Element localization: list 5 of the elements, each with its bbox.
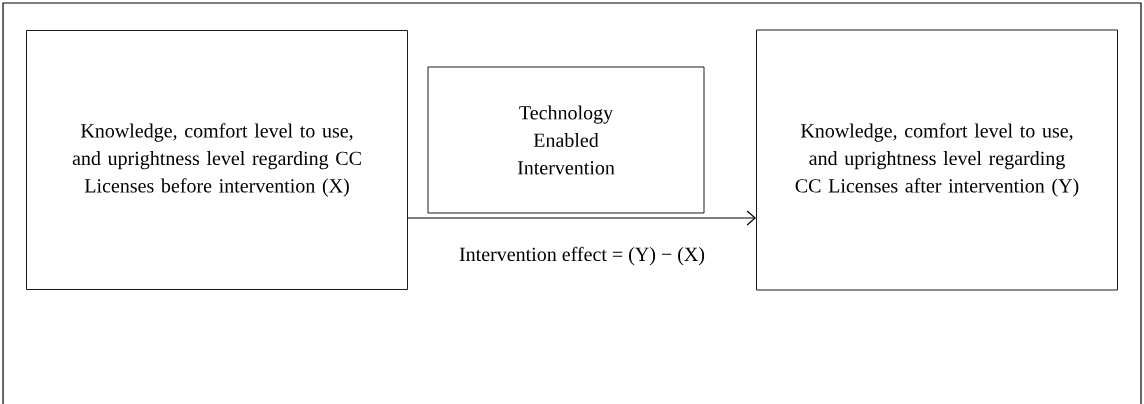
text-box: Knowledge, comfort level to use, and uprightness level regarding CC Licenses before intervention (X) [26, 30, 408, 290]
arrow [407, 210, 757, 226]
text-box: Technology Enabled Intervention [427, 66, 705, 214]
text-box: Knowledge, comfort level to use, and uprightness level regarding CC Licenses after intervention (Y) [756, 29, 1118, 291]
edge-label: Intervention effect = (Y) − (X) [458, 245, 706, 267]
